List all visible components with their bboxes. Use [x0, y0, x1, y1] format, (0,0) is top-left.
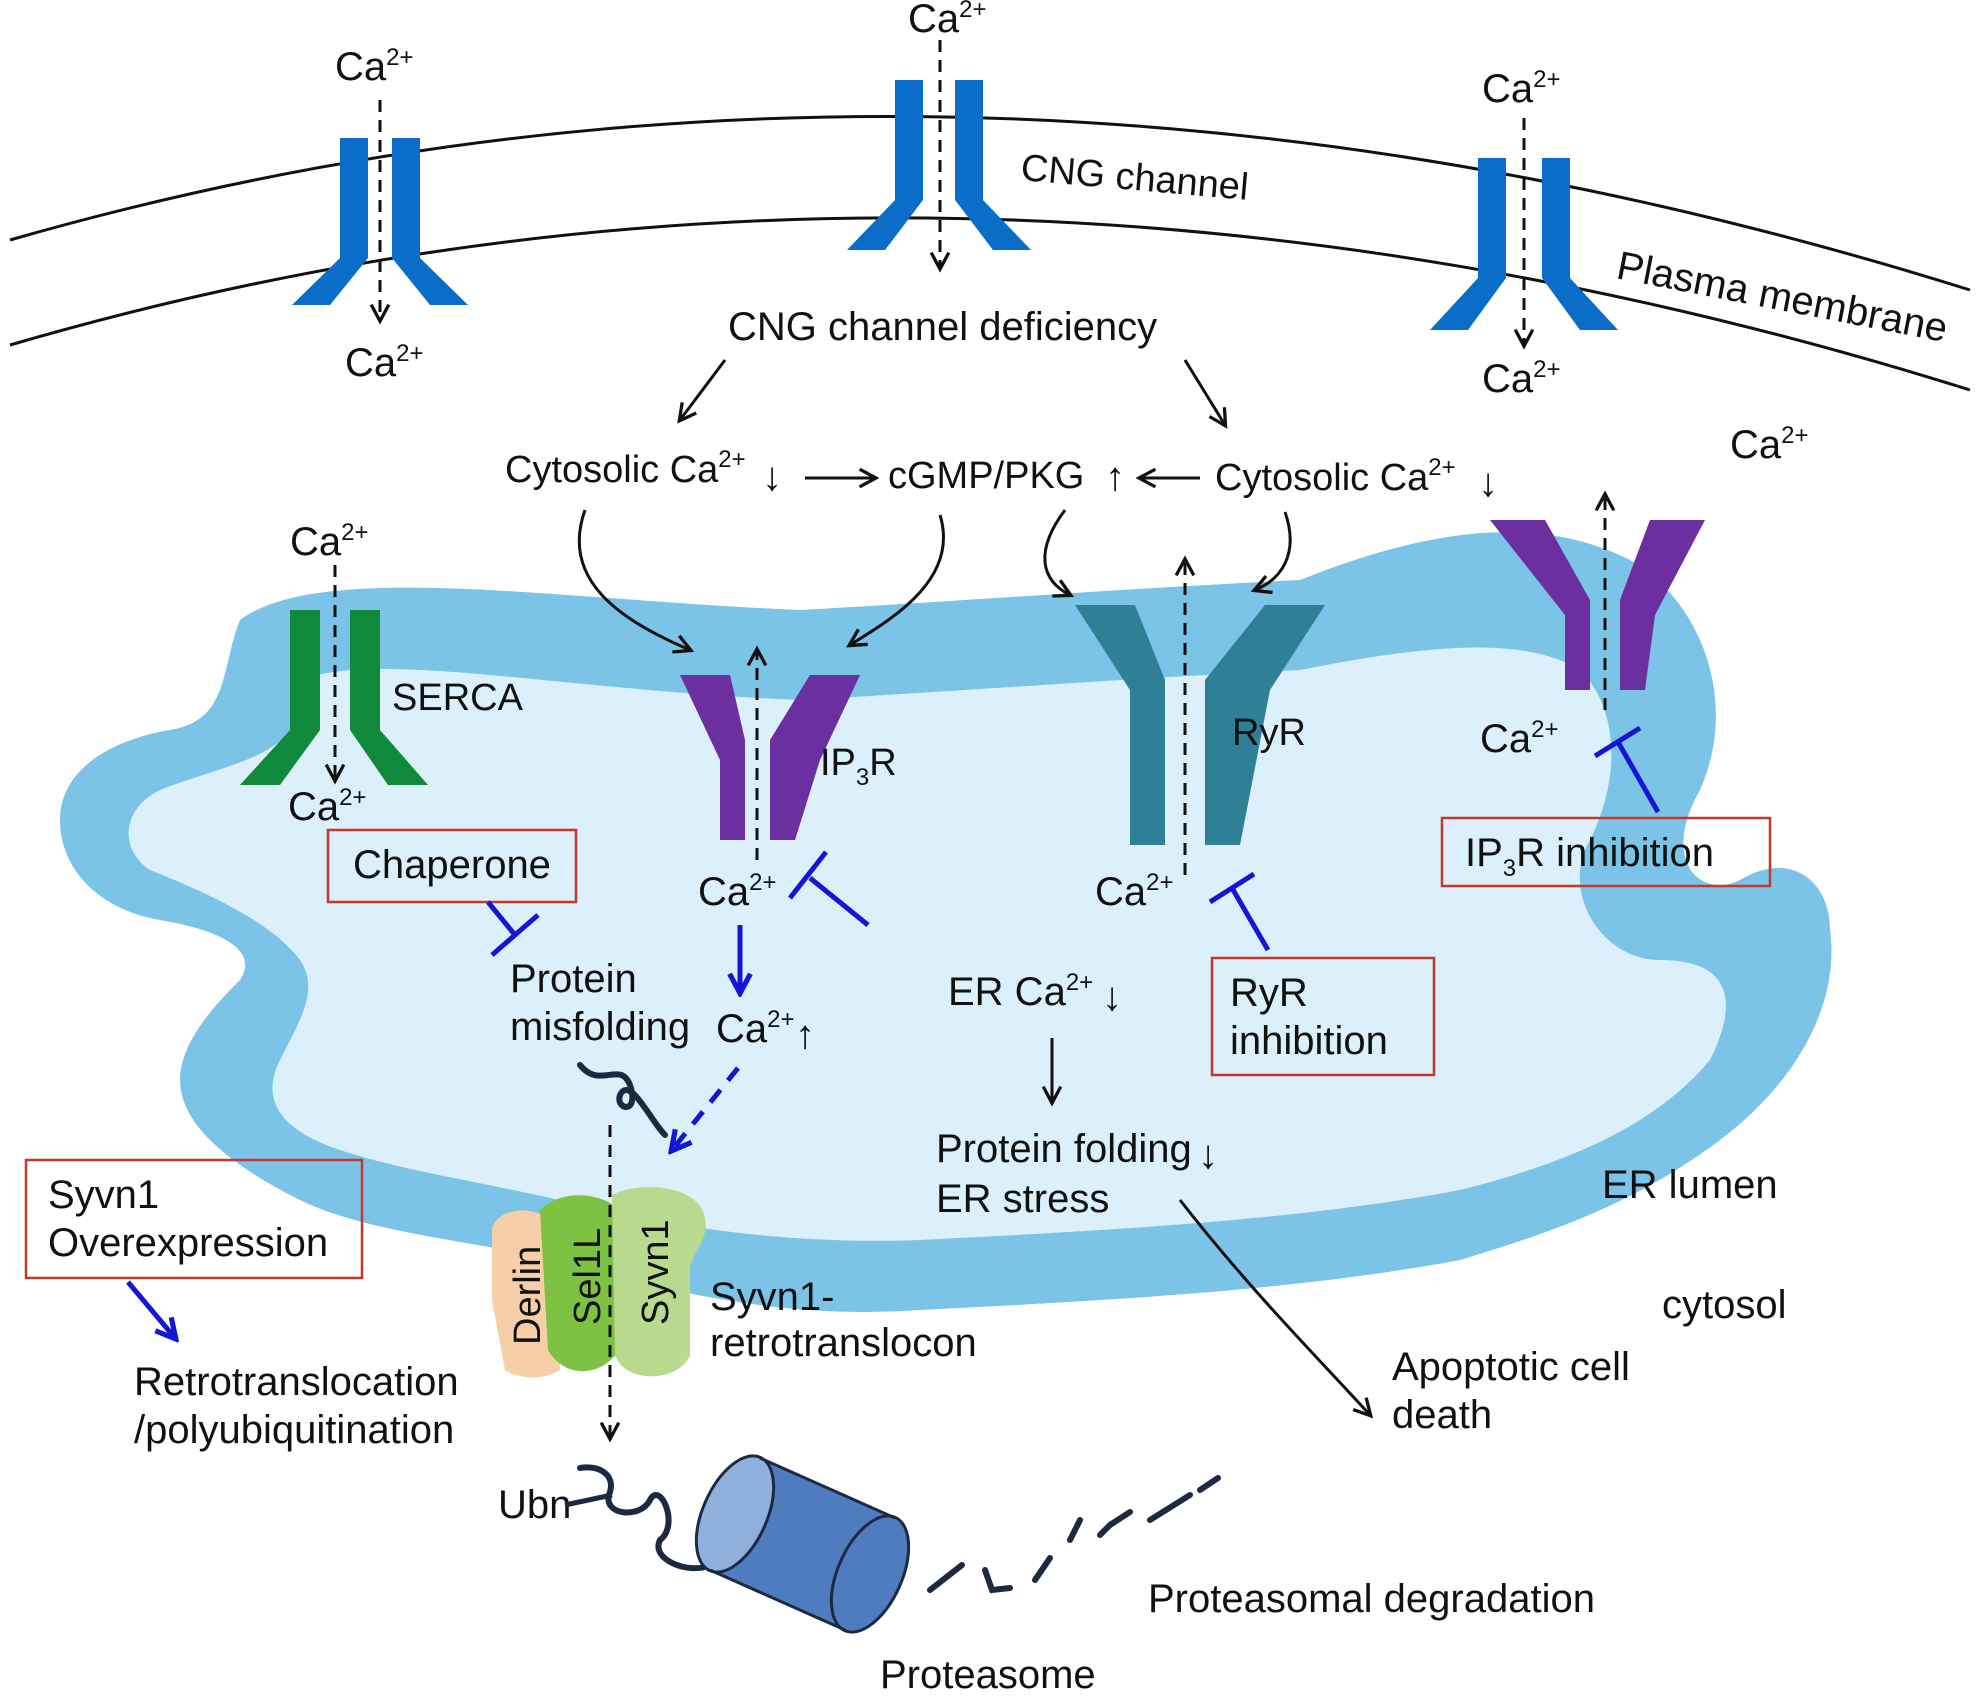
cgmp-pkg-arrow: ↑: [1105, 455, 1125, 499]
ca-rise-arrow: ↑: [795, 1013, 815, 1057]
proteasome: [694, 1454, 911, 1634]
ca-label-cng-center-top: Ca2+: [908, 0, 987, 41]
protein-misfolding-label-2: misfolding: [510, 1005, 690, 1049]
ip3r-label: IP3R: [820, 742, 897, 791]
syvn1-overexpression-box: Syvn1 Overexpression: [24, 1158, 364, 1280]
derlin-label: Derlin: [507, 1246, 549, 1345]
proteasomal-degradation-label: Proteasomal degradation: [1148, 1577, 1595, 1621]
retrotranslocon-label: Syvn1-: [710, 1275, 835, 1319]
ca-label-ryr-lumen: Ca2+: [1095, 869, 1174, 914]
cytosolic-ca-left: Cytosolic Ca2+: [505, 446, 746, 491]
cytosolic-ca-right-arrow: ↓: [1478, 461, 1498, 505]
ca-label-ip3r-lumen: Ca2+: [698, 869, 777, 914]
er-ca-label: ER Ca2+: [948, 969, 1093, 1014]
ca-label-cng-left-top: Ca2+: [335, 44, 414, 89]
cng-deficiency-label: CNG channel deficiency: [728, 305, 1157, 349]
ip3r-inhibition-box: IP3R inhibition: [1440, 816, 1772, 888]
protein-misfolding-label: Protein: [510, 957, 637, 1001]
er-ca-arrow: ↓: [1102, 975, 1122, 1019]
er-lumen-label: ER lumen: [1602, 1163, 1778, 1207]
ca-label-cng-right-bottom: Ca2+: [1482, 356, 1561, 401]
apoptotic-label: Apoptotic cell: [1392, 1345, 1630, 1389]
cytosolic-ca-right: Cytosolic Ca2+: [1215, 454, 1456, 499]
svg-text:Syvn1: Syvn1: [48, 1173, 159, 1217]
svg-text:inhibition: inhibition: [1230, 1019, 1388, 1063]
er-organelle: [60, 532, 1832, 1312]
syvn1-label: Syvn1: [635, 1219, 677, 1325]
sel1l-protein: [540, 1195, 622, 1372]
retrotranslocation-label: Retrotranslocation: [134, 1360, 459, 1404]
protein-folding-label: Protein folding: [936, 1127, 1192, 1171]
protein-folding-arrow: ↓: [1198, 1133, 1218, 1177]
ryr-receptor: [1075, 560, 1325, 875]
ca-label-serca-bottom: Ca2+: [288, 784, 367, 829]
ryr-inhibition-box: RyR inhibition: [1210, 956, 1436, 1077]
er-lumen: [128, 647, 1726, 1241]
chaperone-box: Chaperone: [326, 828, 578, 904]
ca-rise-label: Ca2+: [716, 1006, 795, 1051]
ca-label-serca-top: Ca2+: [290, 519, 369, 564]
apoptotic-label-2: death: [1392, 1393, 1492, 1437]
sel1l-label: Sel1L: [567, 1228, 609, 1325]
cng-channel-right: [1430, 118, 1618, 345]
cng-channel-center: [847, 40, 1031, 268]
er-stress-label: ER stress: [936, 1177, 1109, 1221]
svg-text:Overexpression: Overexpression: [48, 1221, 328, 1265]
retrotranslocon-label-2: retrotranslocon: [710, 1321, 977, 1365]
ca-label-ip3r-right: Ca2+: [1480, 716, 1559, 761]
ip3r-receptor-center: [680, 650, 860, 860]
cng-channel-label: CNG channel: [1019, 147, 1250, 209]
ca-label-cytosol-right: Ca2+: [1730, 422, 1809, 467]
proteasome-label: Proteasome: [880, 1653, 1096, 1696]
svg-text:RyR: RyR: [1230, 971, 1308, 1015]
ip3r-receptor-right: [1490, 495, 1705, 710]
serca-label: SERCA: [392, 677, 524, 719]
cytosolic-ca-left-arrow: ↓: [762, 455, 782, 499]
svg-text:IP3R inhibition: IP3R inhibition: [1465, 831, 1714, 882]
ubn-label: Ubn: [498, 1483, 571, 1527]
ryr-label: RyR: [1232, 712, 1306, 754]
serca-pump: [240, 565, 428, 785]
cng-channel-left: [292, 100, 468, 320]
ca-label-cng-left-bottom: Ca2+: [345, 340, 424, 385]
svg-text:Chaperone: Chaperone: [353, 843, 551, 887]
degraded-fragments: [927, 1475, 1221, 1594]
misfolded-protein: [577, 1062, 668, 1138]
syvn1-retrotranslocon: Derlin Sel1L Syvn1: [492, 1186, 706, 1378]
ubiquitinated-protein: [577, 1464, 733, 1572]
cytosol-label: cytosol: [1662, 1283, 1787, 1327]
retrotranslocation-label-2: /polyubiquitination: [134, 1408, 454, 1452]
syvn1-protein: [612, 1186, 706, 1377]
cgmp-pkg-label: cGMP/PKG: [888, 455, 1084, 497]
ca-label-cng-right-top: Ca2+: [1482, 66, 1561, 111]
